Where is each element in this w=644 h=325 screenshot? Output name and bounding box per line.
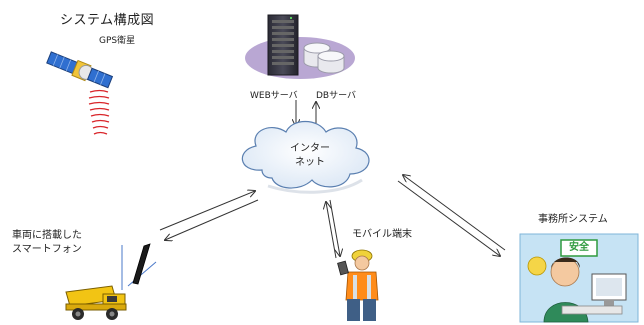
vehicle-phone-label-line1: 車両に搭載した	[12, 230, 82, 241]
diagram-title: システム構成図	[60, 13, 155, 28]
safety-sign: 安全	[569, 242, 589, 253]
cloud-icon	[241, 120, 370, 194]
server-icon	[267, 14, 299, 76]
worker-icon	[337, 249, 379, 321]
arrow-office-to-internet	[403, 175, 506, 251]
internet-label-line1: インター	[290, 143, 330, 154]
arrow-internet-to-mobile	[329, 199, 340, 256]
smartphone-icon	[121, 243, 157, 290]
arrow-mobile-to-internet	[326, 202, 337, 259]
dump-truck-icon	[65, 285, 127, 320]
vehicle-phone-label-line2: スマートフォン	[12, 244, 82, 255]
satellite-icon	[46, 51, 114, 89]
arrow-internet-to-vehicle	[165, 199, 259, 240]
gps-satellite-label: GPS衛星	[99, 36, 136, 46]
arrow-internet-to-office	[397, 180, 500, 256]
gps-signal-icon	[88, 89, 110, 135]
db-server-label: DBサーバ	[316, 91, 357, 101]
mobile-terminal-label: モバイル端末	[352, 229, 412, 240]
internet-label-line2: ネット	[295, 157, 325, 168]
office-worker-icon	[519, 233, 639, 323]
arrow-vehicle-to-internet	[159, 191, 255, 231]
web-server-label: WEBサーバ	[250, 91, 298, 101]
database-icon	[303, 42, 345, 74]
office-system-label: 事務所システム	[538, 214, 608, 225]
